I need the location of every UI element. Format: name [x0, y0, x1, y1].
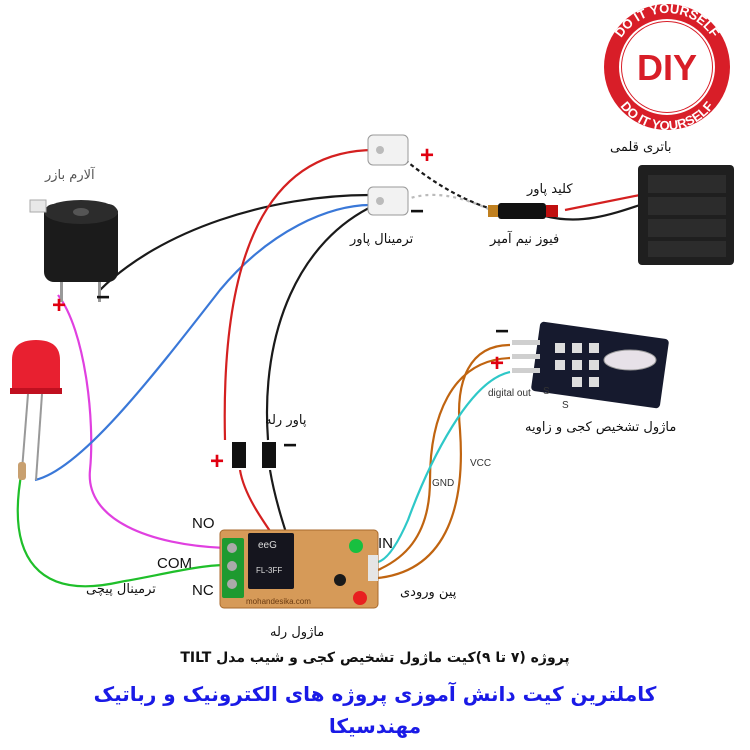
wire-brown-gnd [377, 356, 511, 572]
plus-relay: + [210, 448, 225, 475]
label-relay-power: پاور رله [265, 413, 307, 428]
pin-com: COM [157, 555, 192, 572]
module-brand: eeG [258, 540, 277, 551]
label-fuse: فیوز نیم آمپر [490, 232, 560, 247]
wire-brown-vcc [377, 343, 511, 580]
diy-badge: DO IT YOURSELF DO IT YOURSELF DIY [604, 1, 730, 133]
pin-nc: NC [192, 582, 214, 599]
pin-digital-out: digital out [488, 388, 531, 399]
pin-in: IN [378, 535, 393, 552]
label-power-switch: کلید پاور [527, 182, 573, 197]
red-led [10, 340, 62, 481]
module-relay-model: FL-3FF [256, 566, 283, 575]
wire-cyan-digital [377, 370, 511, 564]
minus-power-terminal: − [410, 198, 425, 225]
label-relay-module: ماژول رله [270, 625, 325, 640]
brand-title: مهندسیکا [328, 714, 422, 738]
pin-s2: S [562, 400, 569, 411]
wire-twisted-power [404, 159, 496, 212]
relay-module [219, 529, 379, 609]
module-site: mohandesika.com [246, 597, 311, 606]
wire-black-battery [544, 203, 641, 221]
label-input-pin: پین ورودی [400, 585, 457, 600]
project-title: پروژه (۷ تا ۹)کیت ماژول تشخیص کجی و شیب … [180, 650, 570, 666]
label-screw-terminal: ترمینال پیچی [86, 582, 156, 597]
battery-holder [638, 165, 734, 265]
badge-center-text: DIY [637, 47, 697, 88]
wire-black-buzzer-terminal [99, 193, 371, 291]
pin-gnd: GND [432, 478, 455, 489]
kit-title: کاملترین کیت دانش آموزی پروژه های الکترو… [93, 682, 657, 706]
wire-magenta-buzzer-com [57, 294, 226, 550]
wire-twisted-power-2 [404, 193, 496, 213]
wire-green-led-nc [16, 469, 226, 588]
wires [16, 148, 641, 588]
wire-red-relay-plus [223, 148, 376, 441]
wire-red-battery [564, 193, 641, 212]
plus-buzzer: + [52, 292, 67, 319]
pin-no: NO [192, 515, 215, 532]
minus-buzzer: − [96, 284, 111, 311]
relay-power-connectors [232, 442, 276, 468]
wire-blue-led-terminal [34, 203, 371, 482]
tilt-sensor-module [512, 321, 669, 409]
label-power-terminal: ترمینال پاور [350, 232, 414, 247]
plus-tilt: + [490, 350, 505, 377]
pin-s1: S [543, 386, 550, 397]
label-tilt-module: ماژول تشخیص کجی و زاویه [525, 420, 677, 435]
label-battery: باتری قلمی [610, 140, 672, 155]
label-buzzer: آلارم بازر [45, 168, 95, 183]
power-terminal-blocks [367, 134, 409, 216]
minus-tilt: − [495, 318, 510, 345]
fuse-and-switch [488, 203, 558, 219]
wire-black-relay-minus [265, 204, 376, 441]
buzzer [29, 199, 118, 302]
minus-relay: − [283, 432, 298, 459]
pin-vcc: VCC [470, 458, 492, 469]
plus-power-terminal: + [420, 142, 435, 169]
